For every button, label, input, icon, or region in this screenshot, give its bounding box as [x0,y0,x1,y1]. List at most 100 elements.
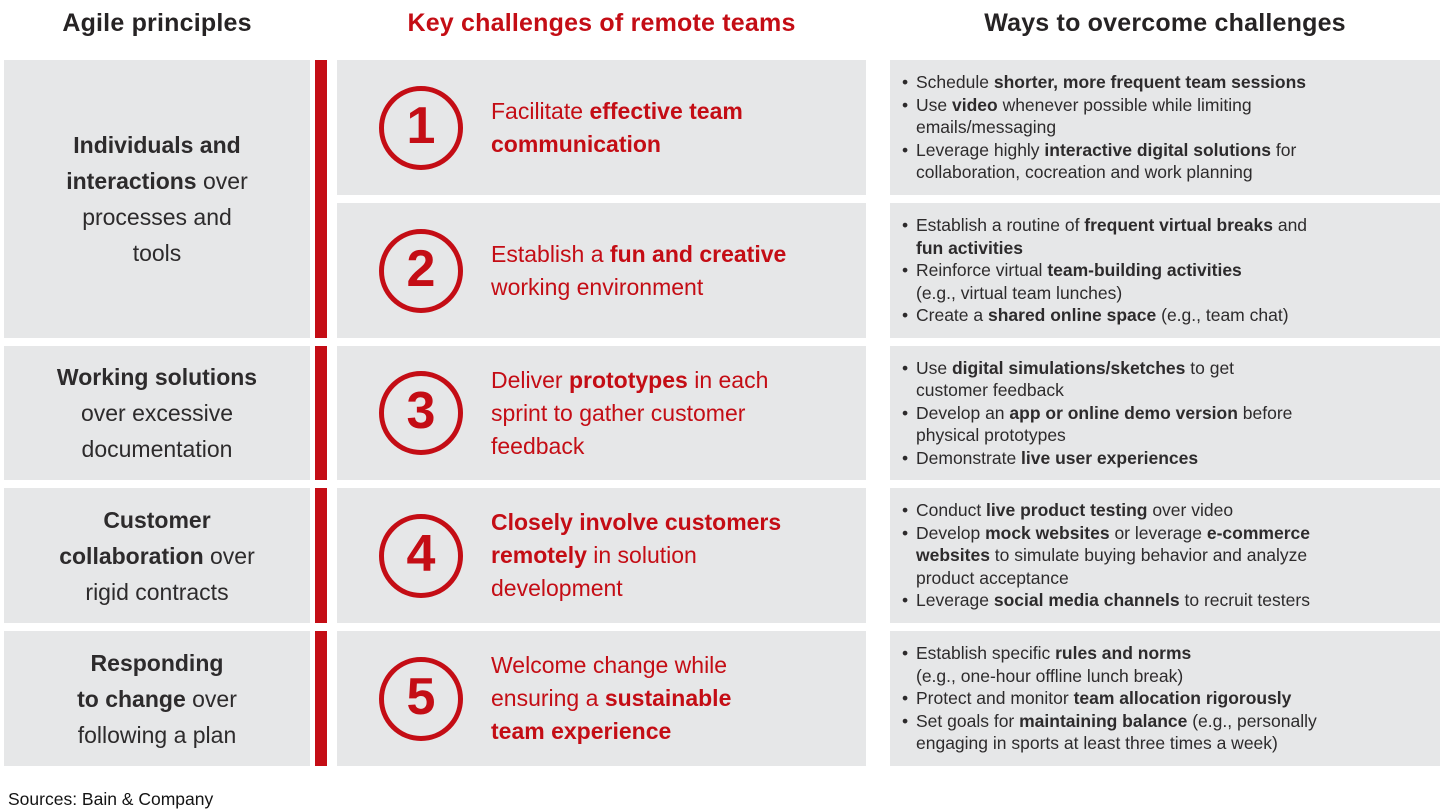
plain-text: Leverage [916,590,994,611]
plain-text: over following a plan [77,685,237,748]
bold-text: team-building activities [1047,260,1242,281]
way-item: Use digital simulations/sketches to get … [900,357,1438,402]
header-ways-to-overcome: Ways to overcome challenges [984,9,1346,37]
bold-text: team allocation rigorously [1073,688,1292,709]
bold-text: live user experiences [1021,447,1199,468]
plain-text: Conduct [916,500,987,521]
ways-list: Establish specific rules and norms (e.g.… [900,642,1438,754]
challenge-cell-4: 4 Closely involve customers remotely in s… [337,488,866,623]
header-agile-principles: Agile principles [62,9,252,37]
bold-text: social media channels [993,590,1180,611]
bold-text: digital simulations/sketches [951,357,1186,378]
way-item: Reinforce virtual team-building activiti… [900,259,1438,304]
challenge-number-circle-1: 1 [379,85,463,170]
bold-text: effective team communication [491,97,743,157]
plain-text: Establish a [491,240,610,267]
way-item: Set goals for maintaining balance (e.g.,… [900,710,1438,755]
plain-text: over excessive documentation [80,400,234,462]
plain-text: Demonstrate [916,447,1022,468]
plain-text: Develop an [916,402,1010,423]
plain-text: Set goals for [916,710,1020,731]
agile-principle-text: Responding to change over following a pl… [77,645,237,753]
challenge-text: Welcome change while ensuring a sustaina… [491,649,731,748]
plain-text: Establish a routine of [916,215,1085,236]
challenge-cell-5: 5 Welcome change while ensuring a sustain… [337,631,866,766]
ways-cell-5: Establish specific rules and norms (e.g.… [890,631,1440,766]
plain-text: before physical prototypes [916,402,1293,446]
ways-list: Schedule shorter, more frequent team ses… [900,71,1438,183]
bold-text: e-commerce websites [916,522,1310,566]
ways-list: Establish a routine of frequent virtual … [900,214,1438,326]
bold-text: shared online space [987,305,1157,326]
bold-text: mock websites [985,522,1110,543]
way-item: Demonstrate live user experiences [900,447,1438,470]
accent-bar [315,60,327,338]
way-item: Protect and monitor team allocation rigo… [900,687,1438,710]
accent-bar [315,346,327,480]
plain-text: or leverage [1109,522,1207,543]
way-item: Create a shared online space (e.g., team… [900,304,1438,327]
bold-text: sustainable team experience [491,685,732,744]
challenge-text: Deliver prototypes in each sprint to gat… [491,364,768,463]
challenge-cell-1: 1 Facilitate effective team communication [337,60,866,195]
plain-text: Leverage highly [916,139,1045,160]
column-headers: Agile principles Key challenges of remot… [0,0,1440,60]
content-grid: Individuals and interactions over proces… [0,60,1440,766]
bold-text: video [951,94,998,115]
header-key-challenges: Key challenges of remote teams [407,9,796,37]
agile-principle-cell-3: Customer collaboration over rigid contra… [4,488,310,623]
challenge-number-circle-5: 5 [379,656,463,741]
way-item: Schedule shorter, more frequent team ses… [900,71,1438,94]
bold-text: fun and creative [609,240,787,267]
bold-text: Working solutions [56,364,258,390]
agile-principle-text: Customer collaboration over rigid contra… [59,502,255,610]
ways-cell-3: Use digital simulations/sketches to get … [890,346,1440,480]
ways-cell-4: Conduct live product testing over videoD… [890,488,1440,623]
challenge-number-circle-3: 3 [379,371,463,455]
bold-text: frequent virtual breaks [1084,215,1273,236]
agile-principle-cell-2: Working solutions over excessive documen… [4,346,310,480]
plain-text: to get customer feedback [916,357,1235,401]
plain-text: (e.g., virtual team lunches) [916,282,1123,303]
bold-text: live product testing [986,500,1148,521]
plain-text: Develop [916,522,986,543]
plain-text: Use [916,357,952,378]
agile-principle-text: Working solutions over excessive documen… [57,359,257,467]
bold-text: rules and norms [1055,643,1192,664]
way-item: Leverage highly interactive digital solu… [900,139,1438,184]
accent-bar [315,631,327,766]
ways-list: Conduct live product testing over videoD… [900,499,1438,611]
bold-text: maintaining balance [1019,710,1188,731]
challenge-text: Establish a fun and creative working env… [491,238,786,304]
bold-text: Responding to change [77,649,224,712]
plain-text: and [1277,215,1308,236]
plain-text: in solution development [491,542,697,601]
way-item: Leverage social media channels to recrui… [900,589,1438,612]
plain-text: Establish specific [916,643,1056,664]
plain-text: Welcome change while ensuring a [491,652,728,711]
challenge-text: Closely involve customers remotely in so… [491,506,781,605]
plain-text: Facilitate [491,97,590,124]
bold-text: Individuals and interactions [66,132,241,194]
plain-text: Deliver [491,366,569,393]
ways-cell-1: Schedule shorter, more frequent team ses… [890,60,1440,195]
plain-text: (e.g., one-hour offline lunch break) [916,665,1184,686]
challenge-number-circle-4: 4 [379,513,463,598]
bold-text: shorter, more frequent team sessions [993,72,1307,93]
bold-text: app or online demo version [1009,402,1238,423]
way-item: Conduct live product testing over video [900,499,1438,522]
way-item: Establish a routine of frequent virtual … [900,214,1438,259]
challenge-text: Facilitate effective team communication [491,95,743,161]
bold-text: fun activities [916,237,1023,258]
plain-text: to recruit testers [1179,590,1310,611]
way-item: Use video whenever possible while limiti… [900,94,1438,139]
plain-text: for collaboration, cocreation and work p… [916,139,1297,183]
plain-text: over rigid contracts [85,542,255,605]
agile-principle-text: Individuals and interactions over proces… [66,127,248,271]
agile-principle-cell-1: Individuals and interactions over proces… [4,60,310,338]
accent-bar [315,488,327,623]
plain-text: Create a [916,305,988,326]
way-item: Develop an app or online demo version be… [900,402,1438,447]
